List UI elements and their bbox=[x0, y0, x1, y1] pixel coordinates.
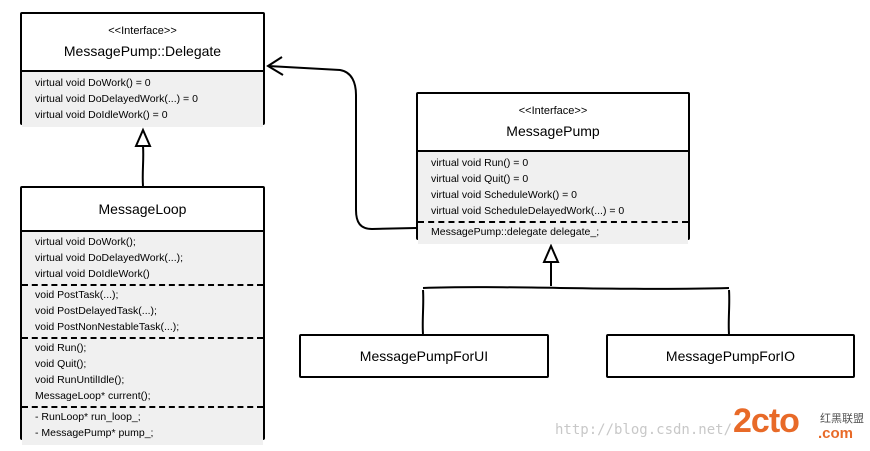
method-line: virtual void Quit() = 0 bbox=[431, 173, 529, 185]
delegate-methods-section: virtual void DoWork() = 0 virtual void D… bbox=[22, 74, 263, 125]
method-line: void PostNonNestableTask(...); bbox=[35, 321, 180, 333]
pumpforio-class-box: MessagePumpForIO bbox=[606, 334, 855, 378]
delegate-class-box: <<Interface>> MessagePump::Delegate virt… bbox=[20, 12, 265, 127]
method-line: void RunUntilIdle(); bbox=[35, 374, 125, 386]
method-line: virtual void DoDelayedWork(...); bbox=[35, 252, 184, 264]
messageloop-fields-section: - RunLoop* run_loop_; - MessagePump* pum… bbox=[22, 408, 263, 443]
method-line: virtual void ScheduleWork() = 0 bbox=[431, 189, 577, 201]
messagepump-methods-section: virtual void Run() = 0 virtual void Quit… bbox=[418, 154, 688, 223]
method-line: virtual void DoWork(); bbox=[35, 236, 136, 248]
messageloop-class-box: MessageLoop virtual void DoWork(); virtu… bbox=[20, 186, 265, 445]
method-line: virtual void DoIdleWork() = 0 bbox=[35, 109, 168, 121]
method-line: virtual void ScheduleDelayedWork(...) = … bbox=[431, 205, 625, 217]
pumpforio-up-line bbox=[727, 289, 731, 335]
field-line: - MessagePump* pump_; bbox=[35, 427, 154, 439]
messageloop-to-delegate-arrowhead bbox=[134, 127, 152, 147]
messageloop-class-header: MessageLoop bbox=[22, 188, 263, 232]
method-line: virtual void Run() = 0 bbox=[431, 157, 529, 169]
messagepump-class-box: <<Interface>> MessagePump virtual void R… bbox=[416, 92, 690, 244]
pumpforui-class-box: MessagePumpForUI bbox=[299, 334, 549, 378]
delegate-class-name: MessagePump::Delegate bbox=[63, 42, 222, 59]
pumpforui-class-header: MessagePumpForUI bbox=[301, 336, 547, 376]
messagepump-arrowhead bbox=[542, 243, 560, 263]
messagepump-class-body: virtual void Run() = 0 virtual void Quit… bbox=[418, 152, 688, 244]
messageloop-class-name: MessageLoop bbox=[98, 201, 187, 217]
delegate-stereotype: <<Interface>> bbox=[108, 24, 177, 37]
pumpforui-up-line bbox=[421, 289, 425, 335]
field-line: MessagePump::delegate delegate_; bbox=[431, 226, 600, 238]
method-line: void Quit(); bbox=[35, 358, 87, 370]
field-line: - RunLoop* run_loop_; bbox=[35, 411, 141, 423]
messagepump-class-name: MessagePump bbox=[506, 122, 600, 139]
messageloop-to-delegate-line bbox=[141, 145, 145, 187]
messageloop-run-section: void Run(); void Quit(); void RunUntilId… bbox=[22, 339, 263, 408]
method-line: virtual void DoIdleWork() bbox=[35, 268, 150, 280]
method-line: void PostTask(...); bbox=[35, 289, 119, 301]
pumpforio-class-header: MessagePumpForIO bbox=[608, 336, 853, 376]
watermark-url: http://blog.csdn.net/ bbox=[555, 422, 733, 438]
watermark-logo-domain: .com bbox=[818, 425, 854, 442]
method-line: virtual void DoWork() = 0 bbox=[35, 77, 151, 89]
delegate-class-header: <<Interface>> MessagePump::Delegate bbox=[22, 14, 263, 72]
delegate-class-body: virtual void DoWork() = 0 virtual void D… bbox=[22, 72, 263, 127]
method-line: MessageLoop* current(); bbox=[35, 390, 151, 402]
messagepump-stereotype: <<Interface>> bbox=[518, 104, 588, 117]
method-line: void PostDelayedTask(...); bbox=[35, 305, 157, 317]
delegate-association-arrowhead bbox=[266, 56, 284, 76]
delegate-association-line bbox=[267, 65, 417, 231]
method-line: virtual void DoDelayedWork(...) = 0 bbox=[35, 93, 198, 105]
generalization-horizontal-line bbox=[422, 286, 730, 290]
messageloop-post-section: void PostTask(...); void PostDelayedTask… bbox=[22, 286, 263, 339]
messagepump-class-header: <<Interface>> MessagePump bbox=[418, 94, 688, 152]
pumpforui-class-name: MessagePumpForUI bbox=[359, 348, 489, 364]
messageloop-class-body: virtual void DoWork(); virtual void DoDe… bbox=[22, 232, 263, 445]
watermark-logo-subtitle: 红黑联盟 bbox=[820, 413, 864, 425]
watermark-logo: 2cto bbox=[733, 402, 800, 440]
method-line: void Run(); bbox=[35, 342, 87, 354]
messagepump-fields-section: MessagePump::delegate delegate_; bbox=[418, 223, 688, 242]
pumpforio-class-name: MessagePumpForIO bbox=[665, 348, 796, 364]
messageloop-virtual-section: virtual void DoWork(); virtual void DoDe… bbox=[22, 233, 263, 286]
